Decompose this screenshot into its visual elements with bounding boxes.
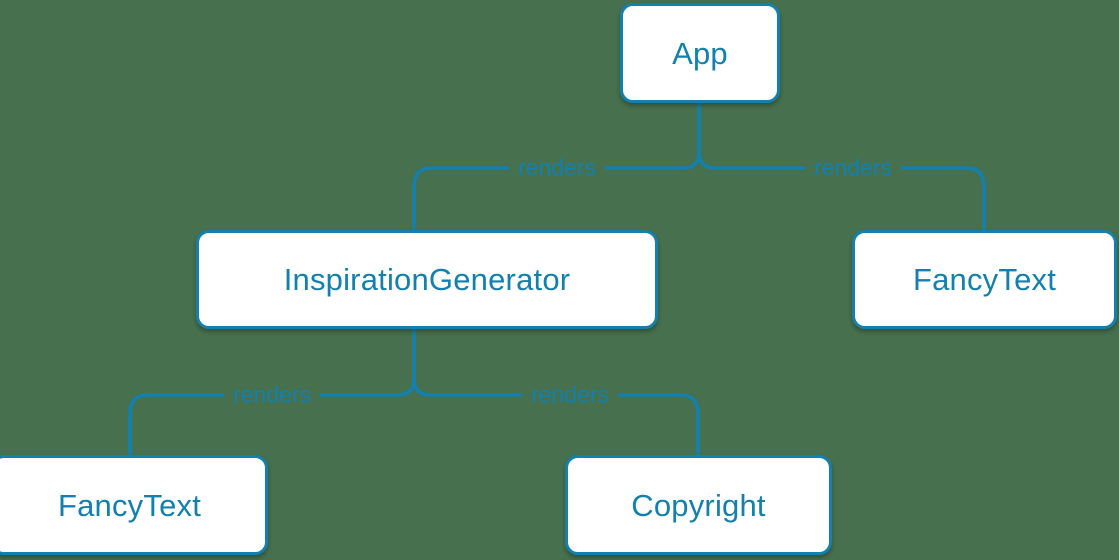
node-app-label: App	[672, 35, 728, 71]
edge-label-app-fancytext-right: renders	[805, 156, 901, 180]
node-fancytext-right-label: FancyText	[912, 262, 1057, 297]
edge-inspgen-to-copyright	[412, 377, 700, 457]
node-copyright[interactable]: Copyright	[565, 455, 832, 555]
node-app[interactable]: App	[620, 3, 780, 103]
node-fancytext-left-label: FancyText	[57, 487, 202, 523]
edge-app-to-fancyright	[697, 150, 986, 232]
edge-label-inspirationgenerator-copyright: renders	[522, 383, 618, 407]
node-fancytext-right[interactable]: FancyText	[852, 230, 1117, 329]
node-inspirationgenerator-label: InspirationGenerator	[283, 262, 571, 297]
node-fancytext-left[interactable]: FancyText	[0, 455, 268, 555]
node-inspirationgenerator[interactable]: InspirationGenerator	[196, 230, 658, 329]
edge-label-inspirationgenerator-fancytext-left: renders	[224, 383, 320, 407]
edge-label-app-inspirationgenerator: renders	[509, 156, 605, 180]
node-copyright-label: Copyright	[631, 487, 766, 523]
